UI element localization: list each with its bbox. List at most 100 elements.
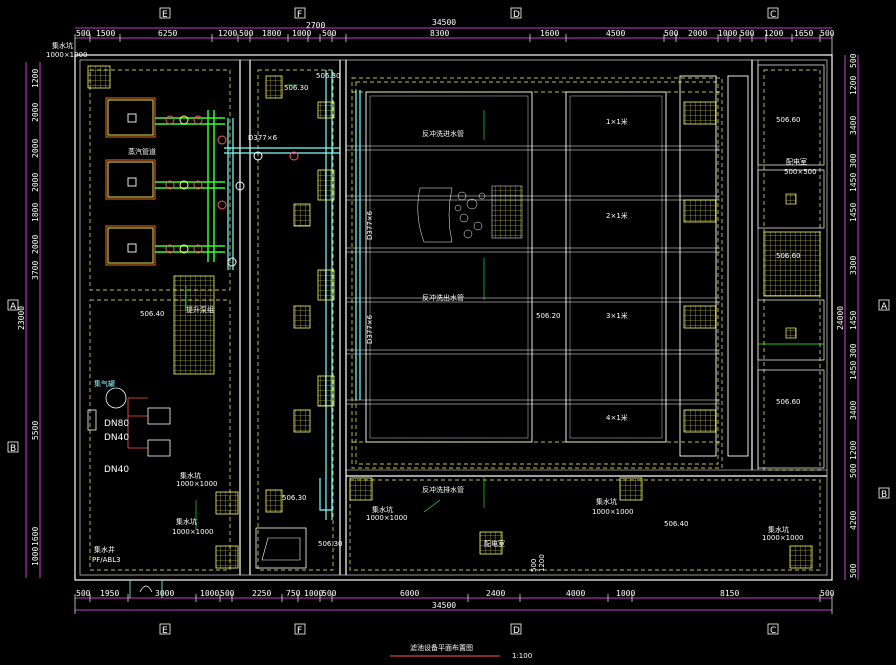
- label-elev-3: 506.30: [316, 72, 341, 80]
- label-d377-1: D377×6: [248, 134, 278, 142]
- right-rooms: [757, 64, 825, 469]
- dim-bottom: 1950: [100, 589, 119, 598]
- svg-text:2000: 2000: [31, 139, 40, 158]
- label-door: PF/ABL3: [92, 556, 121, 564]
- label-pit-top-size: 1000×1000: [46, 51, 88, 59]
- svg-text:2000: 2000: [31, 173, 40, 192]
- axis-right-b: B: [881, 490, 887, 500]
- label-well: 集水井: [94, 545, 115, 554]
- label-pit-5: 集水坑: [372, 505, 393, 514]
- svg-text:3700: 3700: [31, 261, 40, 280]
- gratings: [87, 65, 821, 569]
- dim-top: 8300: [430, 29, 449, 38]
- svg-text:300: 300: [849, 153, 858, 168]
- svg-text:500: 500: [849, 53, 858, 68]
- axis-bottom-e: E: [162, 626, 168, 636]
- svg-text:1800: 1800: [31, 203, 40, 222]
- dim-bottom: 3000: [155, 589, 174, 598]
- axis-bottom-d: D: [513, 626, 520, 636]
- axis-right-a: A: [881, 302, 888, 312]
- dim-top: 500: [740, 29, 755, 38]
- pump-pipes: [155, 110, 225, 262]
- dim-top: 1000: [292, 29, 311, 38]
- label-pit-size-1: 1000×1000: [176, 480, 218, 488]
- dim-top: 1500: [96, 29, 115, 38]
- label-cell-1: 1×1米: [606, 117, 628, 126]
- svg-text:500: 500: [849, 463, 858, 478]
- pumps: [105, 97, 156, 266]
- dim-bottom: 1000: [616, 589, 635, 598]
- label-steam-pipe: 蒸汽管道: [128, 147, 156, 156]
- axis-left-b: B: [10, 444, 16, 454]
- label-pit-3: 集水坑: [596, 497, 617, 506]
- svg-text:5500: 5500: [31, 421, 40, 440]
- dim-bottom: 1000: [304, 589, 323, 598]
- dimension-lines: [25, 27, 859, 611]
- label-cell-2: 2×1米: [606, 211, 628, 220]
- axis-top-e: E: [162, 10, 168, 20]
- dim-bottom: 4000: [566, 589, 585, 598]
- dim-top: 1600: [540, 29, 559, 38]
- label-pit-size-3: 1000×1000: [592, 508, 634, 516]
- dim-bottom: 500: [76, 589, 91, 598]
- svg-text:2000: 2000: [31, 103, 40, 122]
- dim-bottom: 6000: [400, 589, 419, 598]
- dim-top: 500: [664, 29, 679, 38]
- axis-top-c: C: [770, 10, 776, 20]
- label-pit-4: 集水坑: [768, 525, 789, 534]
- dim-bottom: 2250: [252, 589, 271, 598]
- dim-bottom: 750: [286, 589, 301, 598]
- dim-top: 6250: [158, 29, 177, 38]
- axis-left-a: A: [10, 302, 17, 312]
- dim-top: 500: [820, 29, 835, 38]
- axis-markers: [7, 7, 890, 635]
- filter-media: [417, 185, 523, 243]
- svg-text:1600: 1600: [31, 527, 40, 546]
- axis-top-f: F: [297, 10, 302, 20]
- axis-top-d: D: [513, 10, 520, 20]
- dim-bottom: 500: [220, 589, 235, 598]
- label-cell-4: 4×1米: [606, 413, 628, 422]
- label-pit-top: 集水坑: [52, 41, 73, 50]
- distribution-pipes: [346, 145, 720, 405]
- svg-text:2000: 2000: [31, 235, 40, 254]
- svg-text:1000: 1000: [31, 547, 40, 566]
- svg-text:500: 500: [849, 563, 858, 578]
- drawing-scale: 1:100: [512, 652, 532, 660]
- label-elev-2: 506.30: [284, 84, 309, 92]
- label-dn40-a: DN40: [104, 433, 129, 443]
- dim-bottom-total: 34500: [432, 601, 456, 610]
- label-tank: 集气罐: [94, 379, 115, 388]
- svg-text:300: 300: [849, 343, 858, 358]
- label-elev-10: 506.30: [318, 540, 343, 548]
- label-dn40-b: DN40: [104, 465, 129, 475]
- dim-top: 1200: [764, 29, 783, 38]
- label-pit-size-2: 1000×1000: [172, 528, 214, 536]
- label-pit-size-5: 1000×1000: [366, 514, 408, 522]
- label-elev-9: 506.30: [282, 494, 307, 502]
- label-pipe-1: 反冲洗进水管: [422, 129, 464, 138]
- label-elev-1: 506.40: [140, 310, 165, 318]
- axis-bottom-f: F: [297, 626, 302, 636]
- label-pipe-2: 反冲洗出水管: [422, 293, 464, 302]
- dim-bottom: 500: [820, 589, 835, 598]
- dim-bottom: 2400: [486, 589, 505, 598]
- label-pit-2: 集水坑: [176, 517, 197, 526]
- label-cell-3: 3×1米: [606, 311, 628, 320]
- label-d377-2: D377×6: [366, 210, 374, 240]
- instruments: [87, 387, 307, 598]
- label-pit-size-4: 1000×1000: [762, 534, 804, 542]
- dim-bottom: 8150: [720, 589, 739, 598]
- svg-text:1450: 1450: [849, 203, 858, 222]
- label-pit-1: 集水坑: [180, 471, 201, 480]
- label-mid-dim: 500: [530, 559, 538, 572]
- filter-basins: [365, 75, 749, 457]
- svg-text:1200: 1200: [849, 441, 858, 460]
- dim-top: 500: [76, 29, 91, 38]
- dim-top: 1200: [218, 29, 237, 38]
- dims-right: 500 1200 3400 300 1450 1450 3300 1450 30…: [836, 53, 858, 578]
- svg-text:3300: 3300: [849, 256, 858, 275]
- label-d377-3: D377×6: [366, 314, 374, 344]
- svg-text:24000: 24000: [836, 306, 845, 330]
